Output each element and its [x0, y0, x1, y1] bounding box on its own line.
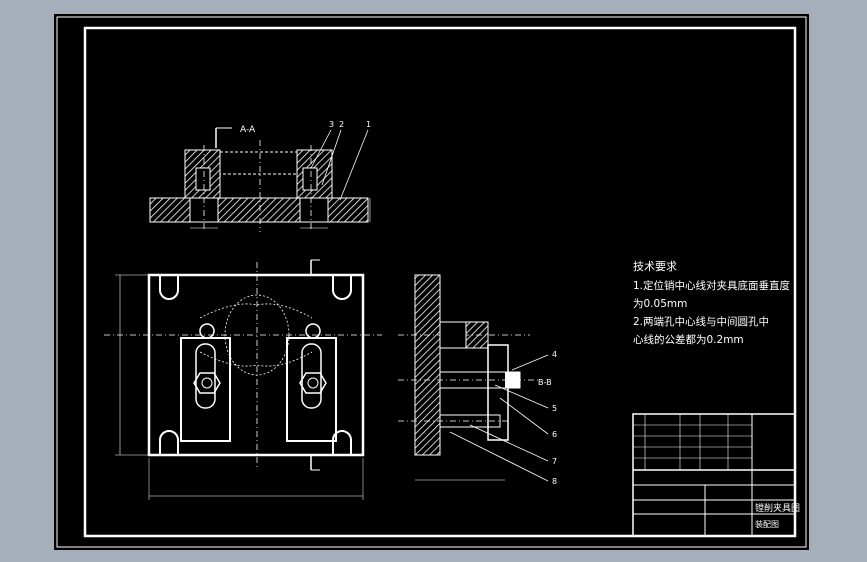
section-b-label: B-B	[538, 378, 552, 387]
notes-line-1: 1.定位销中心线对夹具底面垂直度	[633, 279, 791, 292]
notes-heading: 技术要求	[633, 260, 677, 273]
notes-line-2: 为0.05mm	[633, 298, 687, 310]
left-hex-nut	[193, 372, 221, 394]
section-view-a-a: A-A 3 2 1	[149, 120, 371, 232]
callout-3: 3	[329, 120, 334, 129]
title-block: 镗削夹具图 装配图	[632, 413, 800, 537]
notes-line-3: 2.两端孔中心线与中间圆孔中	[633, 315, 769, 328]
notes-line-4: 心线的公差都为0.2mm	[633, 333, 744, 346]
cad-drawing: A-A 3 2 1	[56, 16, 807, 548]
callout-2: 2	[339, 120, 344, 129]
drawing-sheet: A-A 3 2 1	[54, 14, 809, 550]
drawing-name: 镗削夹具图	[755, 502, 800, 514]
right-hex-nut	[299, 372, 327, 394]
callout-6: 6	[552, 430, 557, 439]
section-base	[149, 197, 369, 223]
inner-border	[83, 26, 797, 538]
technical-notes: 技术要求 1.定位销中心线对夹具底面垂直度 为0.05mm 2.两端孔中心线与中…	[633, 260, 791, 346]
left-clamp	[180, 337, 231, 442]
right-clamp	[286, 337, 337, 442]
base-plate	[147, 273, 365, 457]
callout-1: 1	[366, 120, 371, 129]
callout-5: 5	[552, 404, 557, 413]
section-label: A-A	[240, 125, 256, 135]
callout-8: 8	[552, 477, 557, 486]
callout-4: 4	[552, 350, 557, 359]
side-view: 4 B-B 5 6 7 8	[398, 274, 557, 486]
side-base	[414, 274, 441, 456]
callout-7: 7	[552, 457, 557, 466]
plan-view	[104, 259, 382, 500]
drawing-sub-label: 装配图	[755, 519, 779, 529]
outer-border	[56, 16, 807, 548]
